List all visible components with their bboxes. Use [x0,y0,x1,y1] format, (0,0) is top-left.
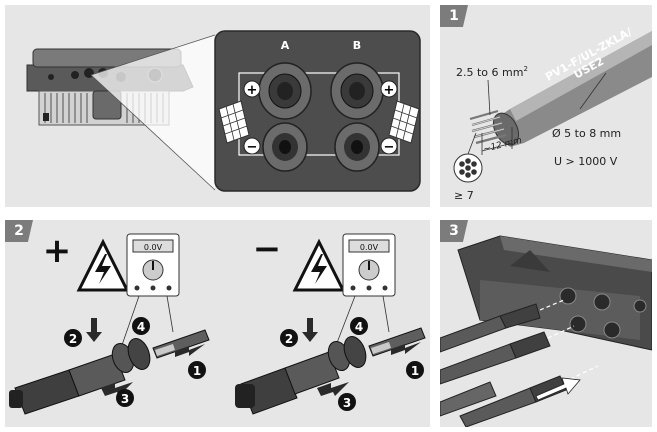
strip-length-dimension [481,127,513,155]
callout-2-left: 2 [64,329,82,347]
high-voltage-warning-icon-right [292,238,346,292]
step-2-number: 2 [5,220,33,242]
cross-section-text: 2.5 to 6 mm2 [456,65,528,79]
arrows-right [302,318,421,396]
connector-b-minus [334,122,380,172]
callout-3-left: 3 [116,389,134,407]
svg-text:2: 2 [285,332,293,346]
meter-display-left: 0.0V [144,243,163,252]
plus-badge-b: + [380,80,398,98]
voltage-text: U > 1000 V [554,155,618,168]
svg-text:3: 3 [343,396,351,410]
step-1-number: 1 [440,5,468,27]
plus-badge-a: + [243,80,261,98]
step-3-number: 3 [440,220,468,242]
svg-text:1: 1 [411,364,419,378]
callout-1-right: 1 [406,361,424,379]
pv-plugs [440,303,567,427]
svg-text:−: − [384,140,395,155]
solar-panel-right-icon [388,100,420,144]
arrows-left [86,318,205,396]
svg-text:−: − [247,140,258,155]
overview-illustration: A B + + − − [26,30,421,192]
svg-text:+: + [384,83,395,98]
strand-cross-section-icon [453,132,483,183]
overview-panel: A B + + − − [5,5,430,207]
svg-text:4: 4 [355,320,363,334]
insertion-guides [539,299,599,383]
input-b-label: B [353,39,361,52]
cable-illustration: 2.5 to 6 mm2 PV1-F/UL-ZKLA/ USE2 ~12 mm … [453,25,652,202]
negative-connector-assembly [235,327,426,415]
voltmeter-left-icon: 0.0V [126,233,180,297]
diameter-text: Ø 5 to 8 mm [552,127,621,140]
svg-text:4: 4 [137,320,145,334]
strand-count-text: ≥ 7 [454,189,474,202]
callout-3-right: 3 [338,393,356,411]
voltmeter-right-icon: 0.0V [342,233,396,297]
minus-badge-a: − [243,137,261,155]
connector-a-minus [262,122,308,172]
step-1-panel: 1 [440,5,652,207]
minus-badge-b: − [380,137,398,155]
step-3-panel: 3 [440,220,652,427]
positive-sign: + [43,231,72,271]
plug-in-illustration [440,235,652,427]
inverter-sockets [559,287,647,339]
solar-panel-left-icon [218,100,250,144]
step-2-panel: 2 + − 0.0V 0.0V [5,220,430,427]
high-voltage-warning-icon-left [76,238,130,292]
diameter-leader [579,72,607,110]
input-a-label: A [281,39,290,52]
connector-a-plus [258,62,312,120]
pv-cable [469,31,652,147]
insert-arrow-icon [535,377,581,401]
callout-1-left: 1 [188,361,206,379]
connector-b-plus [330,62,384,120]
callout-4-right: 4 [350,317,368,335]
svg-text:3: 3 [121,392,129,406]
svg-text:1: 1 [193,364,201,378]
meter-display-right: 0.0V [360,243,379,252]
positive-connector-assembly [9,329,210,415]
callout-4-left: 4 [132,317,150,335]
svg-text:+: + [247,83,258,98]
assembly-illustration: + − 0.0V 0.0V [9,229,426,415]
negative-sign: − [253,229,282,269]
cross-section-leader [487,79,491,116]
svg-text:2: 2 [69,332,77,346]
zoom-lines [90,34,216,191]
connector-zoom-box [214,30,421,192]
callout-2-right: 2 [280,329,298,347]
